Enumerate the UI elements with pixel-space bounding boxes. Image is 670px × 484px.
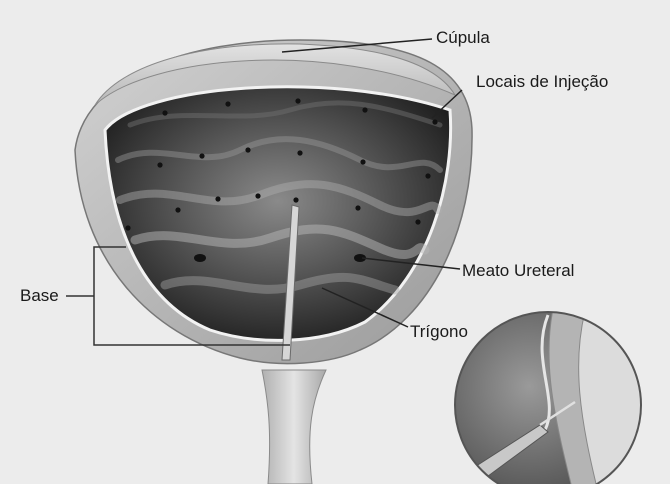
- injection-dot: [199, 153, 204, 158]
- cupula-label: Cúpula: [436, 28, 490, 48]
- injection-dot: [362, 107, 367, 112]
- injection-dot: [425, 173, 430, 178]
- injection-dot: [295, 98, 300, 103]
- ureteral-orifice-left: [194, 254, 206, 262]
- ureteral-meatus-label: Meato Ureteral: [462, 261, 574, 281]
- injection-dot: [245, 147, 250, 152]
- injection-dot: [297, 150, 302, 155]
- trigone-label: Trígono: [410, 322, 468, 342]
- injection-dot: [157, 162, 162, 167]
- base-label: Base: [20, 286, 59, 306]
- injection-dot: [225, 101, 230, 106]
- zoom-inset: [455, 300, 670, 484]
- urethra: [262, 370, 326, 484]
- injection-dot: [432, 119, 437, 124]
- injection-dot: [215, 196, 220, 201]
- injection-dot: [162, 110, 167, 115]
- injection-dot: [293, 197, 298, 202]
- injection-dot: [415, 219, 420, 224]
- injection-dot: [360, 159, 365, 164]
- injection-sites-label: Locais de Injeção: [476, 72, 608, 92]
- injection-dot: [255, 193, 260, 198]
- injection-dot: [355, 205, 360, 210]
- injection-dot: [125, 225, 130, 230]
- injection-dot: [175, 207, 180, 212]
